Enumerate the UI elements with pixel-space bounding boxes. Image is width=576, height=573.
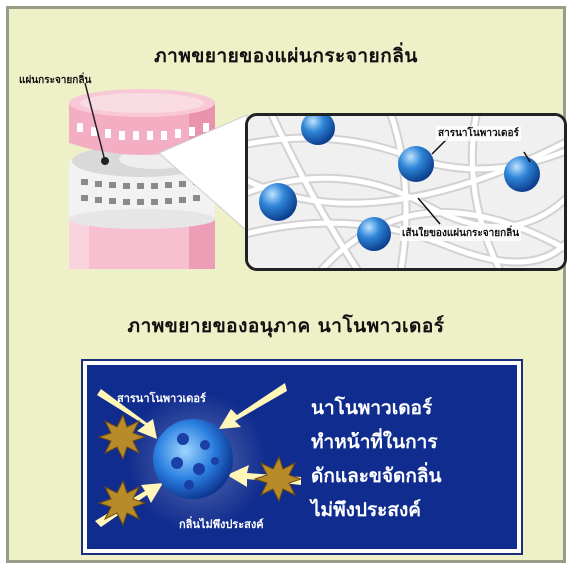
title-diffuser-zoom: ภาพขยายของแผ่นกระจายกลิ่น bbox=[154, 45, 418, 67]
zoom-connector bbox=[158, 114, 248, 233]
zoom-label-nano-powder: สารนาโนพาวเดอร์ bbox=[436, 126, 521, 141]
panel-label-odor: กลิ่นไม่พึงประสงค์ bbox=[179, 518, 264, 531]
title-nano-particle-zoom: ภาพขยายของอนุภาค นาโนพาวเดอร์ bbox=[127, 315, 445, 337]
fiber-zoom-box: สารนาโนพาวเดอร์ เส้นใยของแผ่นกระจายกลิ่น bbox=[245, 113, 567, 271]
panel-line-1: นาโนพาวเดอร์ bbox=[311, 397, 433, 419]
panel-line-2: ทำหน้าที่ในการ bbox=[311, 431, 438, 453]
fiber-network-graphic bbox=[248, 116, 564, 268]
nano-powder-panel: สารนาโนพาวเดอร์ กลิ่นไม่พึงประสงค์ นาโนพ… bbox=[83, 361, 521, 553]
panel-label-nano-powder: สารนาโนพาวเดอร์ bbox=[117, 392, 206, 405]
label-diffuser-pad: แผ่นกระจายกลิ่น bbox=[19, 75, 92, 86]
nano-particle-graphic bbox=[87, 365, 517, 549]
zoom-label-fiber: เส้นใยของแผ่นกระจายกลิ่น bbox=[400, 226, 522, 241]
panel-description: นาโนพาวเดอร์ ทำหน้าที่ในการ ดักและขจัดกล… bbox=[311, 391, 507, 527]
illustration-frame: ภาพขยายของแผ่นกระจายกลิ่น แผ่นกระจายกลิ่… bbox=[6, 6, 567, 563]
panel-line-3: ดักและขจัดกลิ่น bbox=[311, 465, 442, 487]
panel-line-4: ไม่พึงประสงค์ bbox=[311, 499, 421, 521]
